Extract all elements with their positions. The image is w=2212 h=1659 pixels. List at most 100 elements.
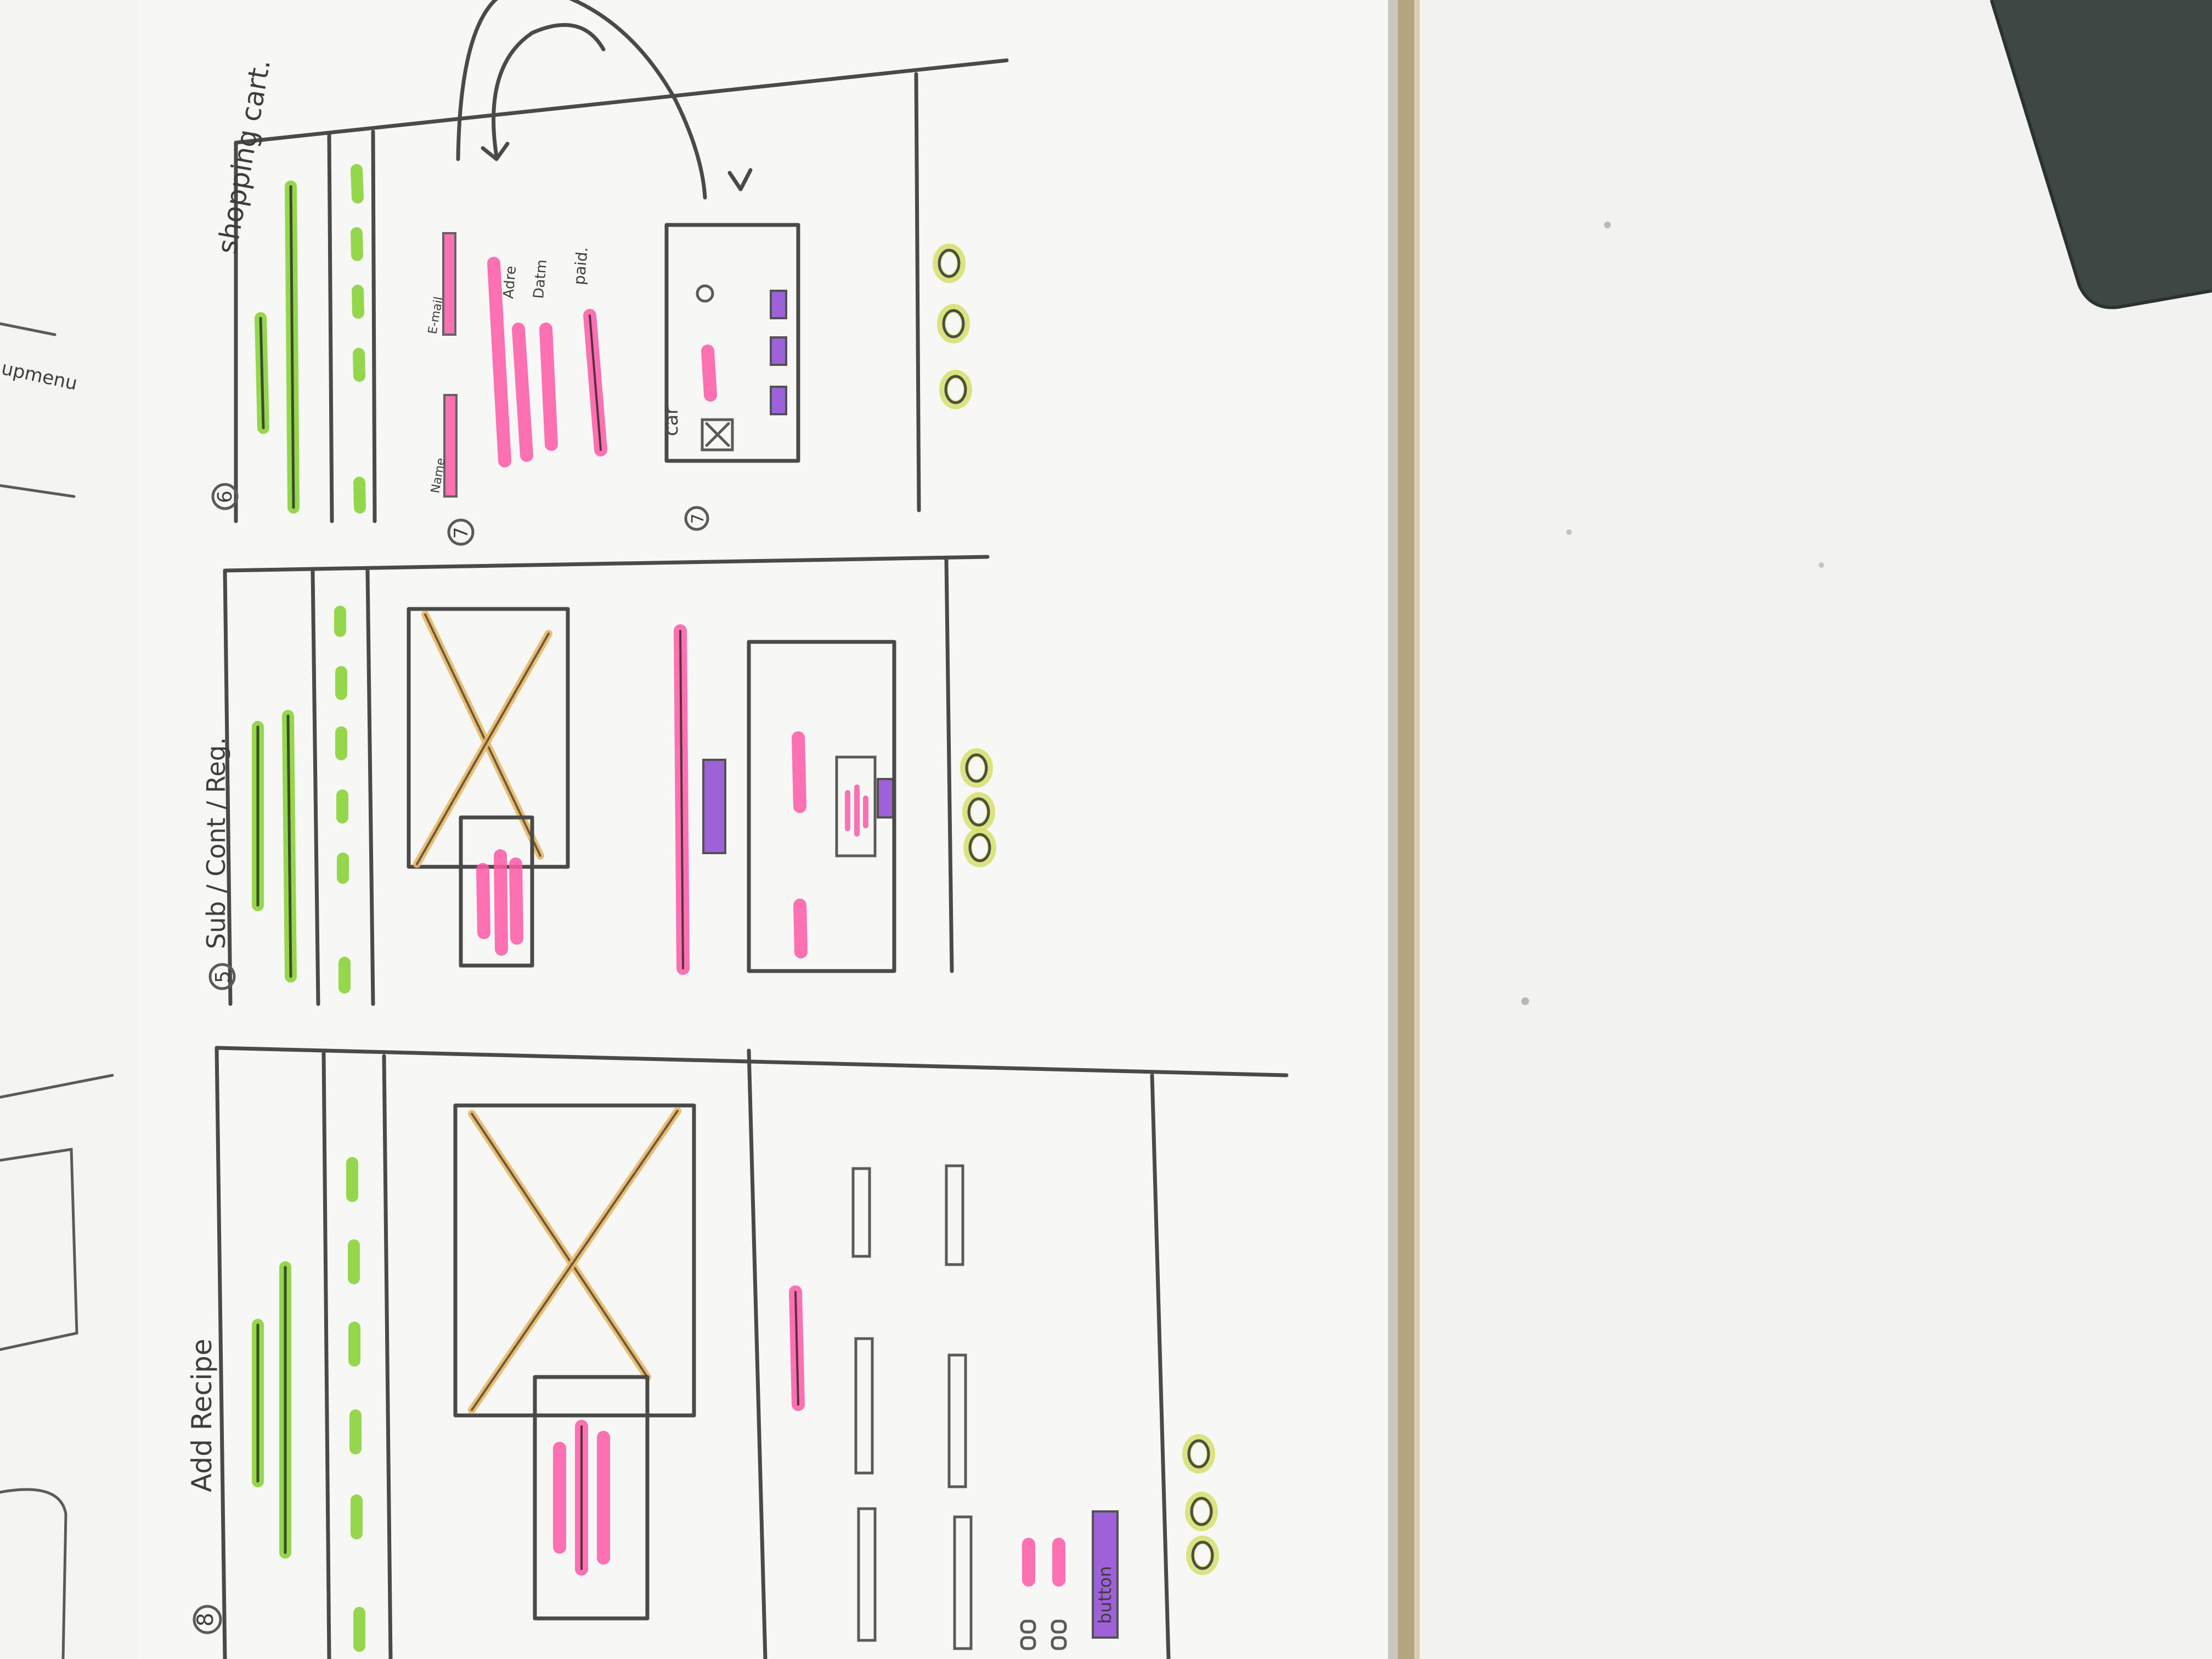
name-input[interactable] [443,394,458,498]
nested-card-button[interactable] [877,778,894,819]
page-edge-shadow [1388,0,1398,1659]
input-field[interactable] [854,1337,874,1475]
screen-add-recipe-title: Add Recipe [186,1339,218,1492]
arrow-icon [456,0,753,200]
screen-add-recipe: 8 Add Recipe [186,1046,1289,1659]
screen-add-recipe-frame [215,1046,1289,1659]
header-line-core [286,714,292,978]
checkout-form-number: 7 [450,527,472,539]
pagination-dot [937,304,970,343]
pagination-dot [1191,1541,1214,1570]
pagination-dot [939,370,972,409]
cart-number: 7 [689,514,708,524]
pagination-dot [938,249,961,278]
nav-item [351,164,364,204]
content-title-core [679,630,684,969]
left-page-line-3 [0,1074,114,1099]
pagination-dot [1182,1434,1215,1474]
form-inputs [851,1164,973,1650]
caption-line [476,863,490,939]
checkbox-icon[interactable] [701,418,734,452]
form-field-line [487,257,511,467]
action-button[interactable] [702,759,726,854]
screen-sub-cont-reg-number: 5 [212,970,234,983]
screen-sub-cont-reg: 5 Sub / Cont / Reg. [201,555,996,1006]
cart-number-circle [684,506,709,531]
screen-add-recipe-number: 8 [193,1613,218,1627]
caption-box [533,1375,650,1621]
radio-option[interactable] [1051,1636,1067,1650]
content-line [792,731,806,813]
pagination-dot [967,797,990,827]
pagination-dots-icon [1182,1434,1219,1575]
screen-shopping-cart-frame [234,58,1009,523]
nav-menu [351,164,366,514]
pagination-dot [1190,1497,1213,1526]
radio-option[interactable] [1020,1620,1036,1634]
caption-box [459,815,534,968]
input-field[interactable] [947,1353,967,1488]
pagination-dot [942,309,965,338]
cart-item-title [701,345,717,402]
pagination-dots-icon [960,748,996,867]
checkbox-cross [705,422,730,447]
date-label: Datm [531,259,550,300]
input-field[interactable] [945,1164,964,1266]
pagination-dot [1186,1536,1219,1575]
nested-card [835,755,877,857]
radio-option[interactable] [1020,1636,1036,1650]
cart-action-button[interactable] [770,386,787,415]
cart-box [664,223,800,463]
pagination-dot [963,828,996,867]
laptop-edge [1990,0,2212,309]
table-speck [1521,997,1529,1005]
submit-button-label: button [1094,1566,1115,1624]
cart-action-button[interactable] [770,290,787,319]
table-speck [1566,529,1572,535]
caption-line [494,849,508,956]
input-field[interactable] [953,1515,973,1650]
binder-spine [1398,0,1414,1659]
table-speck [1604,222,1611,228]
quantity-indicator [696,284,714,303]
flow-arrow-head [727,168,753,191]
cart-panel: 7 car [661,223,800,531]
email-input[interactable] [442,232,456,336]
content-line [793,899,808,958]
image-cross-core [471,1113,648,1378]
paid-label: paid. [570,246,591,286]
submit-button[interactable]: button [1092,1510,1119,1639]
nav-menu [346,1157,365,1652]
screen-shopping-cart-number: 6 [214,490,236,503]
form-heading-core [794,1291,799,1406]
submit-button-bg[interactable] [1092,1510,1119,1639]
pagination-dot [1185,1492,1218,1531]
flow-arrow [456,0,707,200]
radio-option[interactable] [1051,1620,1067,1634]
left-page [0,0,148,1659]
flow-arrow-head [481,142,510,161]
pagination-dot [933,244,966,283]
cart-action-button[interactable] [770,336,787,366]
screen-add-recipe-number-circle [193,1605,222,1634]
pagination-dot [962,792,995,832]
image-box [453,1103,696,1418]
pagination-dot [965,753,988,783]
sketchbook-page [137,0,1393,1659]
image-placeholder-icon [453,1103,696,1418]
input-field[interactable] [857,1507,877,1642]
image-cross-core [471,1110,679,1411]
flow-arrow [492,23,606,159]
nav-item [353,477,366,514]
image-cross-core [416,633,550,865]
laptop-corner [1991,0,2212,308]
table-speck [1819,562,1824,568]
pagination-dot [968,833,991,862]
screen-sub-cont-reg-frame [223,555,990,1006]
cart-label: car [661,407,682,436]
form-field-line-core [589,314,602,451]
screen-shopping-cart-number-circle [211,483,239,510]
binder-spine-light [1414,0,1420,1659]
input-field[interactable] [851,1167,871,1258]
left-page-box-1 [0,1148,78,1351]
